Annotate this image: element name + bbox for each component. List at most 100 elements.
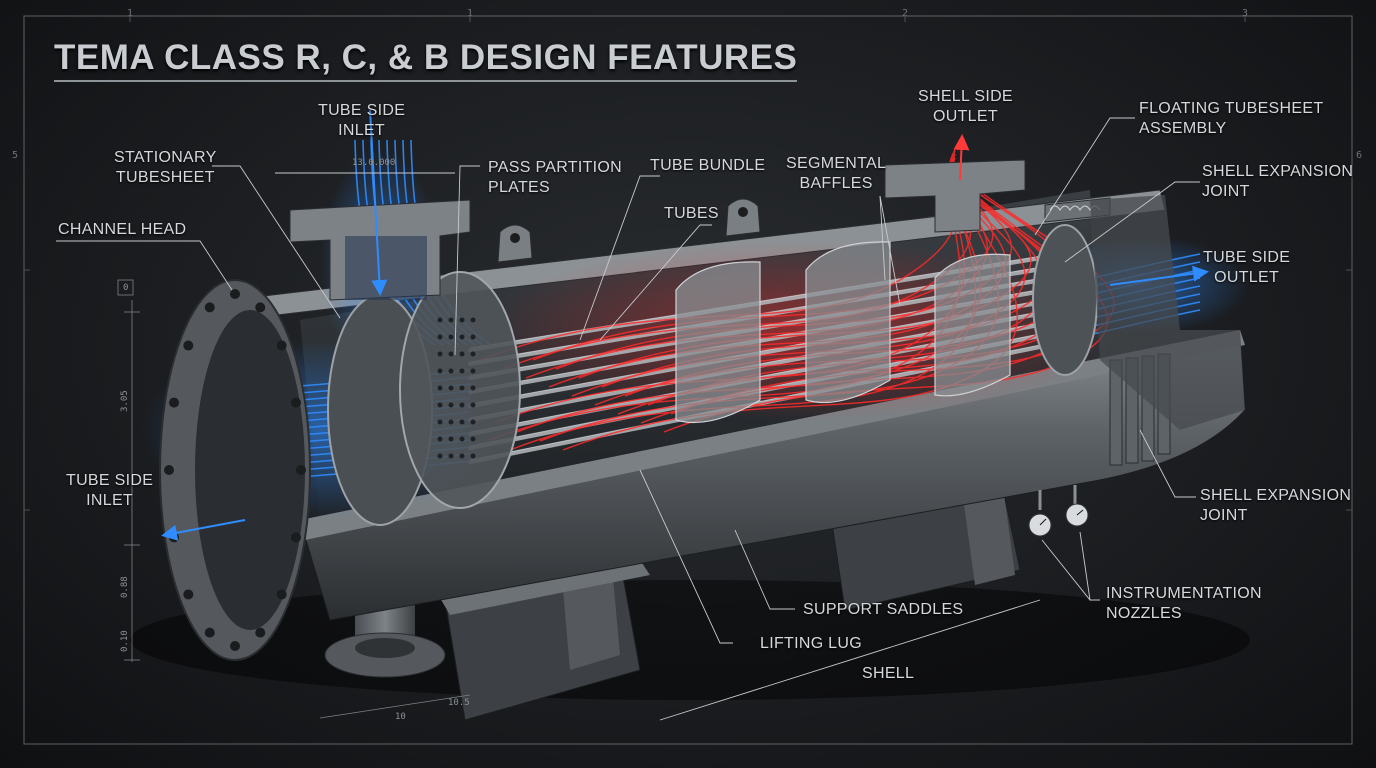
flange-bolt-hole bbox=[183, 589, 194, 600]
tube-hole bbox=[470, 436, 476, 442]
dimension-left-c: 0.10 bbox=[120, 630, 130, 652]
drawing-frame bbox=[23, 15, 1353, 745]
frame-ticks bbox=[24, 16, 1352, 511]
flange-bolt-hole bbox=[169, 397, 180, 408]
tube-hole bbox=[437, 385, 443, 391]
tube-hole bbox=[459, 351, 465, 357]
label-support-saddles: SUPPORT SADDLES bbox=[803, 601, 964, 618]
tube-hole bbox=[459, 453, 465, 459]
lifting-lug-left bbox=[497, 224, 533, 263]
dimension-left-b: 0.88 bbox=[120, 576, 130, 598]
grid-number: 2 bbox=[902, 8, 909, 19]
rear-shell-cover bbox=[1090, 195, 1245, 430]
page-title: TEMA CLASS R, C, & B DESIGN FEATURES bbox=[54, 38, 798, 82]
dimension-top: 13.0.000 bbox=[352, 158, 396, 168]
tube-hole bbox=[448, 402, 454, 408]
label-tubes: TUBES bbox=[664, 205, 719, 222]
flange-bolt-hole bbox=[164, 465, 174, 475]
tube-hole bbox=[470, 368, 476, 374]
flange-bolt-hole bbox=[255, 302, 266, 313]
label-shell: SHELL bbox=[862, 665, 915, 682]
tube-hole bbox=[470, 453, 476, 459]
tube-hole bbox=[437, 436, 443, 442]
tube-hole bbox=[459, 436, 465, 442]
tube-hole bbox=[448, 368, 454, 374]
tube-inlet-arrow-left bbox=[161, 519, 246, 541]
dimension-lines bbox=[117, 279, 471, 719]
grid-number: 1 bbox=[467, 8, 474, 19]
flange-bolt-hole bbox=[290, 397, 301, 408]
dimension-bottom-a: 10 bbox=[395, 712, 406, 722]
tube-hole bbox=[470, 402, 476, 408]
shell-side-outlet-nozzle bbox=[884, 159, 1026, 233]
tube-hole bbox=[470, 419, 476, 425]
tube-hole bbox=[448, 419, 454, 425]
tube-hole bbox=[470, 334, 476, 340]
label-tube-bundle: TUBE BUNDLE bbox=[650, 157, 766, 174]
tube-hole bbox=[437, 317, 443, 323]
tube-hole bbox=[437, 453, 443, 459]
grid-number: 6 bbox=[1356, 150, 1363, 161]
tube-hole bbox=[470, 351, 476, 357]
grid-number: 1 bbox=[127, 8, 134, 19]
leader-lines bbox=[56, 117, 1200, 721]
label-channel-head: CHANNEL HEAD bbox=[58, 221, 187, 238]
tube-hole bbox=[459, 334, 465, 340]
tube-inlet-arrow-top bbox=[369, 109, 388, 296]
tube-hole bbox=[448, 317, 454, 323]
grid-number: 3 bbox=[1242, 8, 1249, 19]
tube-hole bbox=[437, 368, 443, 374]
channel-head-flange bbox=[159, 279, 311, 661]
label-lifting-lug: LIFTING LUG bbox=[760, 635, 862, 652]
tube-hole bbox=[448, 351, 454, 357]
tube-hole bbox=[470, 317, 476, 323]
flange-bolt-hole bbox=[183, 340, 194, 351]
lifting-lug-right bbox=[725, 198, 761, 237]
tube-hole bbox=[459, 385, 465, 391]
flange-bolt-hole bbox=[290, 532, 301, 543]
flange-bolt-hole bbox=[230, 641, 240, 651]
tube-hole bbox=[470, 385, 476, 391]
tube-hole bbox=[459, 317, 465, 323]
tube-hole bbox=[437, 402, 443, 408]
tube-hole bbox=[459, 368, 465, 374]
tube-hole bbox=[437, 351, 443, 357]
flange-bolt-hole bbox=[296, 465, 306, 475]
flange-bolt-hole bbox=[276, 340, 287, 351]
segmental-baffles bbox=[675, 241, 1011, 423]
instrumentation-gauges bbox=[1028, 485, 1089, 537]
floating-tubesheet bbox=[1032, 224, 1098, 376]
flange-bolt-hole bbox=[255, 627, 266, 638]
tube-hole bbox=[459, 402, 465, 408]
tube-outlet-arrow bbox=[1109, 265, 1209, 286]
dimension-box: 0 bbox=[123, 283, 129, 293]
tube-hole bbox=[437, 334, 443, 340]
tube-hole bbox=[437, 419, 443, 425]
tubesheet-holes bbox=[437, 317, 476, 459]
dimension-bottom-b: 10.5 bbox=[448, 698, 470, 708]
flange-bolt-hole bbox=[204, 627, 215, 638]
flange-bolt-hole bbox=[276, 589, 287, 600]
tube-hole bbox=[459, 419, 465, 425]
dimension-left-a: 3.05 bbox=[120, 390, 130, 412]
tube-side-inlet-nozzle bbox=[289, 199, 471, 301]
flange-bolt-hole bbox=[230, 289, 240, 299]
shell-outlet-arrow bbox=[953, 134, 970, 181]
floor-shadow bbox=[130, 580, 1250, 700]
tube-hole bbox=[448, 436, 454, 442]
stationary-tubesheet bbox=[327, 271, 521, 526]
flange-bolt-hole bbox=[204, 302, 215, 313]
tube-hole bbox=[448, 385, 454, 391]
